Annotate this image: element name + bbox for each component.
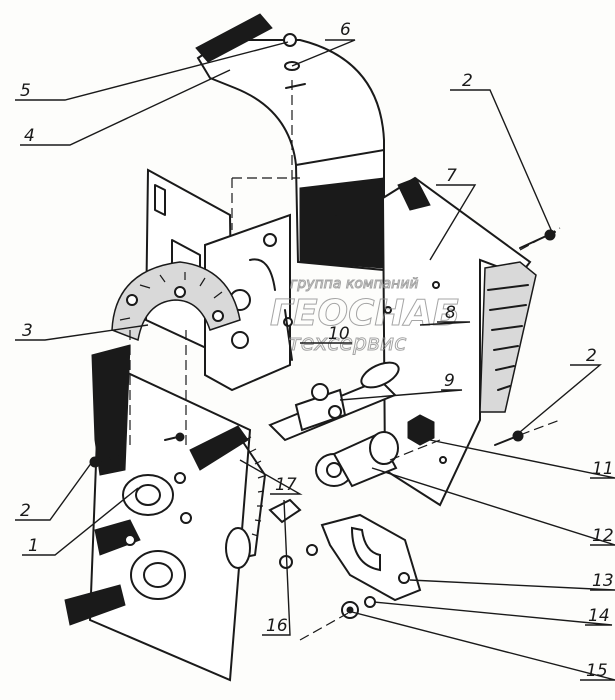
callout-16: 16	[266, 616, 288, 636]
sleeve-part	[315, 431, 399, 488]
callout-4: 4	[24, 126, 35, 146]
sprocket-gear	[225, 429, 266, 569]
sector-part	[111, 261, 241, 342]
watermark-line-1: группа компаний	[290, 276, 419, 292]
bracket-part	[320, 513, 422, 602]
upper-cover-part	[195, 13, 385, 272]
callout-2c: 2	[20, 501, 31, 521]
callout-10: 10	[328, 324, 350, 344]
callout-13: 13	[592, 571, 614, 591]
callout-6: 6	[340, 20, 351, 40]
callout-8: 8	[445, 303, 456, 323]
callout-2a: 2	[462, 71, 473, 91]
callout-3: 3	[22, 321, 33, 341]
callout-14: 14	[588, 606, 610, 626]
watermark: группа компаний ГЕОСНАБ техсервис	[270, 276, 461, 357]
shaft-part	[268, 361, 400, 442]
callout-7: 7	[446, 166, 457, 186]
callout-15: 15	[586, 661, 608, 681]
callout-12: 12	[592, 526, 614, 546]
watermark-line-2: ГЕОСНАБ	[270, 293, 460, 334]
callout-5: 5	[20, 81, 31, 101]
front-plate-part	[64, 344, 252, 682]
callout-11: 11	[592, 459, 614, 479]
callout-labels: 5 4 6 2 7 3 8 10 9 2 11 2 1 17 12 13 14 …	[20, 20, 614, 681]
callout-1: 1	[28, 536, 39, 556]
leader-lines	[15, 39, 615, 681]
axis-lines	[129, 80, 561, 641]
callout-17: 17	[275, 475, 297, 495]
callout-9: 9	[444, 371, 455, 391]
callout-2b: 2	[586, 346, 597, 366]
